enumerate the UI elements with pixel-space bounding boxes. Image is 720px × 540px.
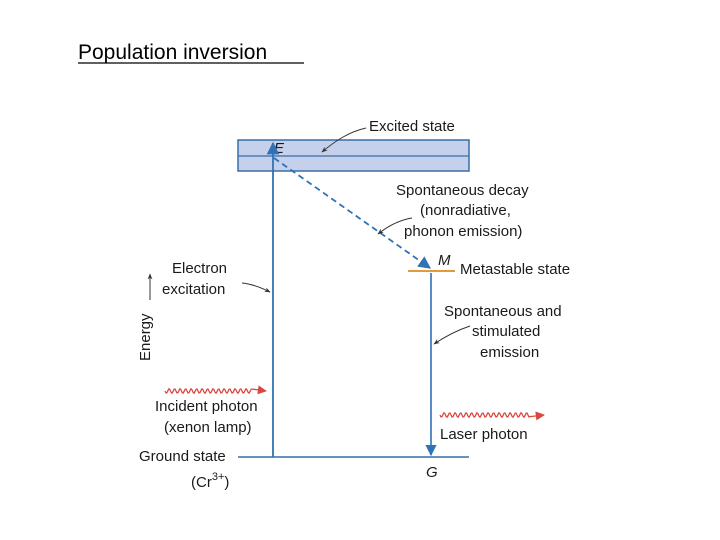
decay-pointer [377, 217, 413, 235]
decay-label-3: phonon emission) [404, 223, 522, 240]
electron-pointer [241, 282, 271, 293]
level-e-label: E [274, 140, 285, 157]
excited-state-pointer [321, 127, 367, 153]
electron-label-2: excitation [162, 281, 225, 298]
emission-label-1: Spontaneous and [444, 303, 562, 320]
decay-label-2: (nonradiative, [420, 202, 511, 219]
cr-close: ) [224, 474, 229, 491]
metastable-state-label: Metastable state [460, 261, 570, 278]
laser-photon-label: Laser photon [440, 426, 528, 443]
incident-label-2: (xenon lamp) [164, 419, 252, 436]
spontaneous-decay-arrow [273, 157, 432, 269]
electron-label-1: Electron [172, 260, 227, 277]
decay-label-1: Spontaneous decay [396, 182, 529, 199]
page-title: Population inversion [78, 41, 267, 64]
emission-pointer [433, 325, 471, 345]
level-m-label: M [438, 252, 451, 269]
level-g-label: G [426, 464, 438, 481]
cr-label: (Cr3+) [191, 471, 229, 491]
cr-open: (Cr [191, 474, 212, 491]
incident-label-1: Incident photon [155, 398, 258, 415]
incident-photon-wave [164, 385, 267, 395]
ground-state-label: Ground state [139, 448, 226, 465]
cr-superscript: 3+ [212, 471, 225, 483]
energy-axis-label: Energy [137, 313, 154, 361]
emission-label-3: emission [480, 344, 539, 361]
laser-photon-wave [439, 411, 545, 421]
excited-state-label: Excited state [369, 118, 455, 135]
emission-label-2: stimulated [472, 323, 540, 340]
